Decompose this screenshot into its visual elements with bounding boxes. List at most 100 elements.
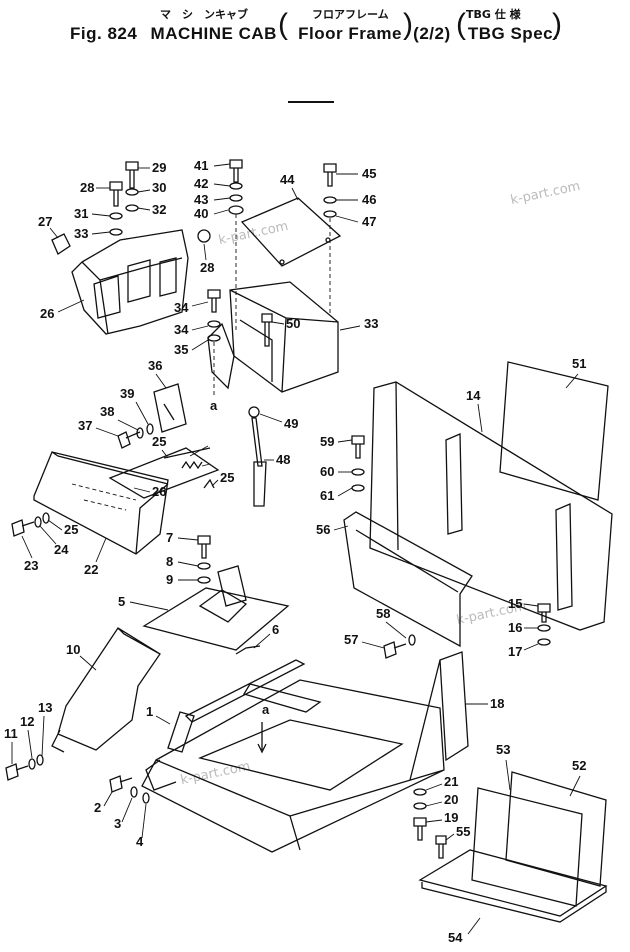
part-label: 41 [194, 158, 208, 173]
knob-29 [51, 233, 71, 255]
washer-3 [130, 786, 138, 798]
part-label: 15 [508, 596, 522, 611]
paren-right-2: ) [552, 8, 562, 41]
bracket-27 [108, 447, 220, 499]
part-label: 53 [496, 742, 510, 757]
bracket-59 [343, 511, 473, 648]
part-label: 49 [284, 416, 298, 431]
base-plate-57 [418, 849, 608, 923]
bolt-44 [229, 159, 243, 183]
plate-39 [153, 383, 187, 433]
bolt-32 [125, 161, 139, 189]
bolt-62 [351, 435, 365, 459]
part-label: 18 [490, 696, 504, 711]
floor-frame-18 [141, 659, 445, 853]
rear-panel-14 [369, 381, 613, 631]
part-label: 38 [100, 404, 114, 419]
part-label: 24 [54, 542, 69, 557]
washer-17 [537, 638, 551, 646]
part-label: 23 [24, 558, 38, 573]
bolt-11 [5, 763, 29, 781]
washer-13 [36, 754, 44, 766]
title-tbg-spec: TBG Spec. [467, 24, 559, 43]
inspection-lid [198, 565, 248, 623]
bolt-48 [323, 163, 337, 187]
jp-floor-frame: フロアフレーム [312, 8, 389, 21]
separator-bar [288, 101, 334, 103]
jp-tbg-spec: TBG 仕 様 [466, 8, 521, 21]
part-label: 57 [344, 632, 358, 647]
part-label: 26 [40, 306, 54, 321]
part-label: 30 [152, 180, 166, 195]
floor-support-1 [145, 711, 195, 791]
washer-38 [207, 334, 221, 342]
part-label: 58 [376, 606, 390, 621]
part-label: 32 [152, 202, 166, 217]
bolt-58 [435, 835, 447, 859]
part-label: 13 [38, 700, 52, 715]
part-label: 27 [38, 214, 52, 229]
washer-25 [42, 512, 50, 524]
part-label: 5 [118, 594, 125, 609]
figure-number: Fig. 824 [70, 24, 138, 43]
part-label: 40 [194, 206, 208, 221]
part-label: 22 [84, 562, 98, 577]
part-label: 35 [174, 342, 188, 357]
bolt-31 [109, 181, 123, 207]
washer-50 [323, 210, 337, 218]
part-label: 45 [362, 166, 376, 181]
part-label: 6 [272, 622, 279, 637]
grommet-52 [248, 406, 260, 418]
figure-title: Fig. 824 MACHINE CAB Floor Frame (2/2) T… [70, 24, 558, 44]
part-label: 3 [114, 816, 121, 831]
title-page: (2/2) [413, 24, 451, 43]
ref-mark-a: a [210, 398, 218, 413]
part-label: 25 [152, 434, 166, 449]
washer-41 [136, 427, 144, 439]
part-label: 61 [320, 488, 334, 503]
part-label: 16 [508, 620, 522, 635]
side-panel-10 [51, 627, 161, 753]
part-label: 17 [508, 644, 522, 659]
screw-hole [279, 259, 285, 265]
part-label: 44 [280, 172, 295, 187]
cap-30 [197, 229, 211, 243]
part-label: 56 [316, 522, 330, 537]
part-label: 10 [66, 642, 80, 657]
bolt-15 [537, 603, 551, 623]
part-label: 4 [136, 834, 144, 849]
washer-12 [28, 758, 36, 770]
part-label: 28 [200, 260, 214, 275]
rod-66 [163, 447, 211, 459]
part-label: 25 [64, 522, 78, 537]
paren-left-1: ( [278, 8, 288, 41]
hidden-line [71, 483, 137, 511]
bolt-36 [207, 289, 221, 313]
cover-plate-47 [240, 197, 342, 267]
part-label: 43 [194, 192, 208, 207]
part-label: 48 [276, 452, 290, 467]
lever-51 [251, 417, 267, 507]
paren-right-1: ) [403, 8, 413, 41]
bolt-19 [413, 817, 427, 841]
upright-post [409, 651, 469, 781]
panel-55 [505, 771, 607, 887]
part-label: 54 [448, 930, 463, 945]
part-label: 25 [220, 470, 234, 485]
part-label: 7 [166, 530, 173, 545]
washer-42 [146, 423, 154, 435]
part-label: 52 [572, 758, 586, 773]
part-label: 33 [364, 316, 378, 331]
part-label: 28 [80, 180, 94, 195]
console-housing-28 [71, 229, 189, 335]
part-label: 34 [174, 322, 189, 337]
title-floor-frame: Floor Frame [298, 24, 402, 43]
part-label: 1 [146, 704, 153, 719]
washer-61 [408, 634, 416, 646]
part-label: 19 [444, 810, 458, 825]
washer-24 [34, 516, 42, 528]
part-label: 37 [78, 418, 92, 433]
jp-machine-cab: マ シ ンキャブ [160, 8, 248, 21]
